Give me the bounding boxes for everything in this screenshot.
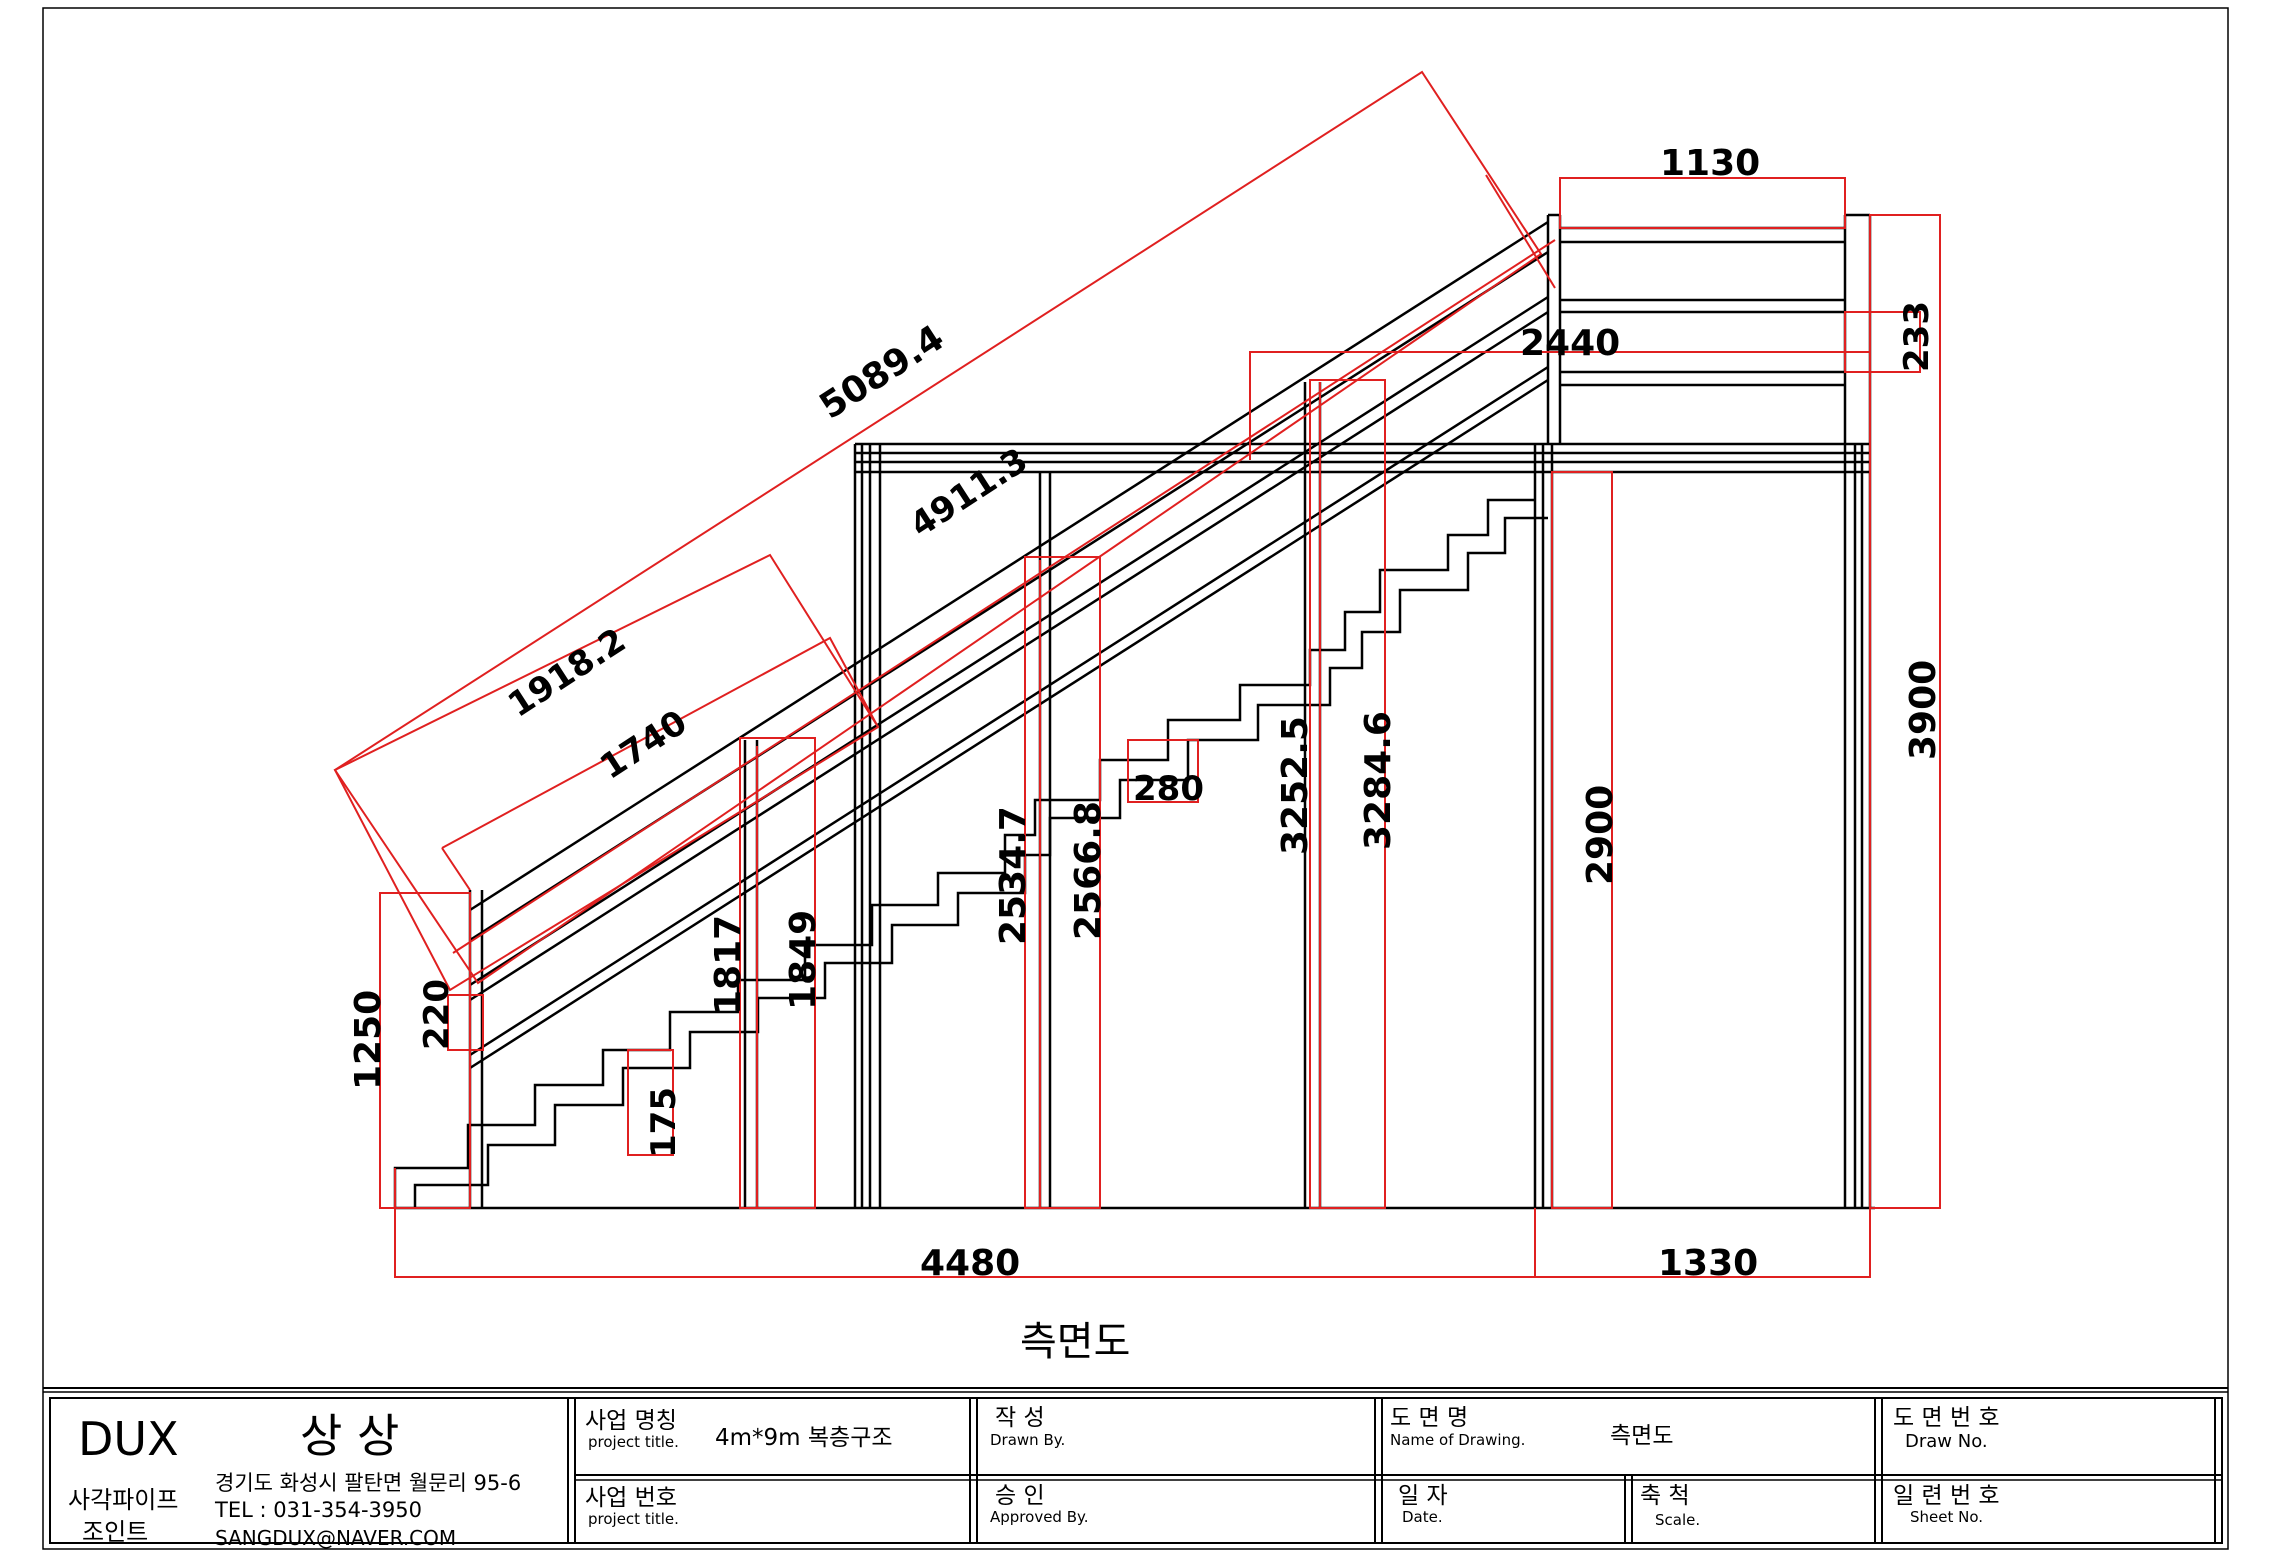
draw-no-label: 도 면 번 호 [1893, 1405, 2000, 1431]
sheet-border [42, 7, 2229, 1550]
dim-4480: 4480 [920, 1243, 1020, 1284]
dim-1817: 1817 [708, 915, 749, 1015]
dim-220: 220 [417, 979, 457, 1050]
project-name-label: 사업 명칭 [585, 1408, 677, 1434]
dim-3252-5: 3252.5 [1275, 716, 1316, 855]
company-brand: DUX [78, 1412, 179, 1466]
dim-2534-7: 2534.7 [993, 806, 1034, 945]
company-email: SANGDUX@NAVER.COM [215, 1526, 456, 1550]
scale-sub: Scale. [1655, 1511, 1700, 1529]
drawing-caption: 측면도 [1020, 1319, 1130, 1365]
dim-3284-6: 3284.6 [1358, 711, 1399, 850]
drawing-name-label: 도 면 명 [1390, 1405, 1468, 1431]
project-no-sub: project title. [588, 1510, 679, 1528]
dim-2440: 2440 [1520, 323, 1620, 364]
date-sub: Date. [1402, 1508, 1443, 1526]
drawing-name-value: 측면도 [1610, 1423, 1673, 1449]
project-name-value: 4m*9m 복층구조 [715, 1425, 893, 1451]
drawn-label: 작 성 [995, 1405, 1045, 1431]
dim-2566-8: 2566.8 [1068, 801, 1109, 940]
drawn-sub: Drawn By. [990, 1431, 1065, 1449]
dim-233: 233 [1897, 301, 1937, 372]
dim-1250: 1250 [348, 990, 389, 1090]
draw-no-sub: Draw No. [1905, 1431, 1988, 1452]
sheet-no-sub: Sheet No. [1910, 1508, 1983, 1526]
dim-280: 280 [1133, 769, 1204, 809]
company-name: 상 상 [300, 1409, 399, 1463]
company-sub-line2: 조인트 [82, 1518, 148, 1546]
drawing-name-sub: Name of Drawing. [1390, 1431, 1525, 1449]
title-block-text: DUX 상 상 사각파이프 조인트 경기도 화성시 팔탄면 월문리 95-6 T… [68, 1405, 2000, 1550]
dim-175: 175 [644, 1087, 684, 1158]
dim-1130: 1130 [1660, 143, 1760, 184]
dim-3900: 3900 [1903, 660, 1944, 760]
dim-4911-3: 4911.3 [903, 441, 1035, 546]
structure-lines [393, 213, 1875, 1210]
sheet-no-label: 일 련 번 호 [1893, 1483, 2000, 1509]
approved-label: 승 인 [995, 1483, 1045, 1509]
dim-5089-4: 5089.4 [813, 318, 952, 428]
dim-1740: 1740 [593, 702, 694, 787]
title-block-frame [43, 1387, 2228, 1544]
dim-1918-2: 1918.2 [501, 621, 633, 726]
company-sub-line1: 사각파이프 [68, 1486, 178, 1514]
scale-label: 축 척 [1640, 1483, 1690, 1509]
company-address: 경기도 화성시 팔탄면 월문리 95-6 [215, 1471, 521, 1495]
project-no-label: 사업 번호 [585, 1485, 677, 1511]
dim-1849: 1849 [783, 910, 824, 1010]
company-tel: TEL : 031-354-3950 [214, 1498, 422, 1522]
date-label: 일 자 [1398, 1483, 1448, 1509]
dimension-labels: 5089.4 4911.3 1918.2 1740 1130 2440 233 … [348, 143, 1944, 1284]
dim-2900: 2900 [1580, 785, 1621, 885]
project-name-sub: project title. [588, 1433, 679, 1451]
dimension-lines [333, 70, 1941, 1278]
dim-1330: 1330 [1658, 1243, 1758, 1284]
approved-sub: Approved By. [990, 1508, 1089, 1526]
